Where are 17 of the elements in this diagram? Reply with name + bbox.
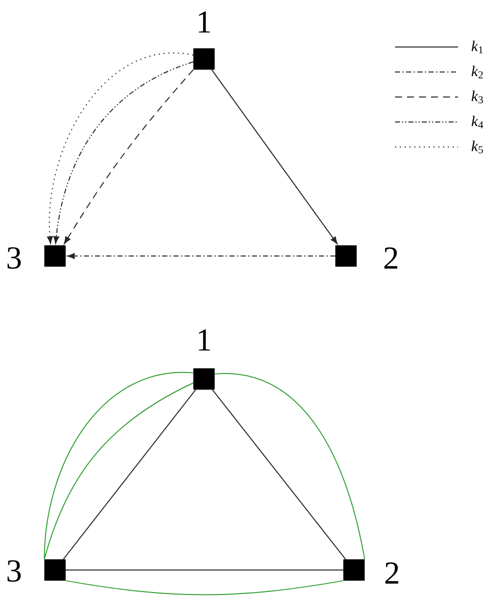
legend-label: k$_{3}$	[472, 90, 483, 104]
legend-label: k$_{1}$	[472, 40, 483, 54]
node-number: 2	[385, 562, 398, 584]
legend-label: k$_{5}$	[472, 140, 483, 154]
node-number: 3	[8, 560, 21, 582]
arrow	[211, 69, 338, 244]
node-number: 1	[198, 11, 210, 33]
node-number: 1	[198, 329, 210, 351]
legend-label: k$_{4}$	[472, 116, 484, 128]
node-number: 3	[8, 247, 21, 269]
curved-line	[65, 580, 344, 596]
curved-line	[214, 374, 366, 560]
legend-label: k$_{2}$	[472, 66, 483, 78]
node-number: 2	[384, 247, 398, 269]
connecting-line	[212, 389, 346, 560]
connecting-line	[62, 389, 196, 560]
arrow	[67, 253, 336, 259]
